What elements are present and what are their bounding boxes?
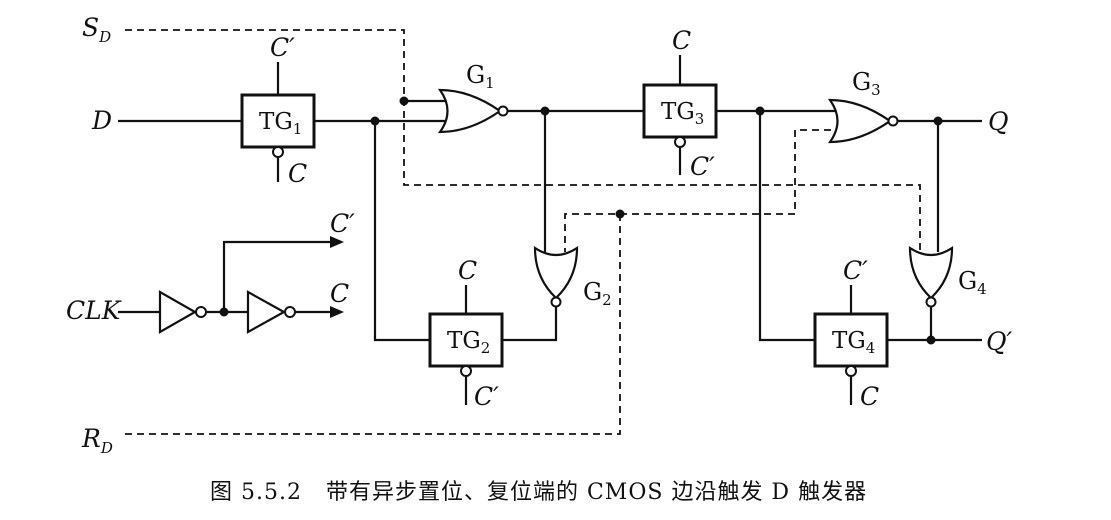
clk-input-label: CLK — [66, 296, 122, 325]
q-output-label: Q — [988, 107, 1009, 136]
junction-set-g1 — [399, 96, 409, 106]
reset-feedback-dashed-line — [620, 129, 842, 215]
nor-gate-g4: G4 — [908, 245, 987, 308]
junction-reset — [615, 209, 625, 219]
junction-qbar — [926, 335, 936, 345]
tg4-label: TG4 — [832, 328, 875, 357]
cbar-arrow-icon — [330, 236, 344, 248]
tg2: TG2 C C′ — [428, 256, 504, 411]
tg1-top-ctrl: C′ — [270, 33, 295, 62]
tg2-top-ctrl: C — [458, 256, 477, 285]
wire-g4-to-qbar — [929, 306, 982, 342]
inverter-1 — [158, 290, 207, 334]
wire-cbar-branch — [222, 240, 330, 312]
nor-gate-g1: G1 — [437, 61, 509, 134]
tg3-bottom-ctrl: C′ — [690, 152, 715, 181]
c-out-label: C — [330, 279, 349, 308]
g3-label: G3 — [852, 68, 881, 99]
inverter-2 — [246, 290, 296, 334]
wire-tg2-out — [502, 304, 558, 342]
reset-label: RD — [81, 424, 113, 457]
g1-label: G1 — [466, 61, 495, 92]
tg3-label: TG3 — [661, 99, 704, 128]
tg1-label: TG1 — [259, 109, 302, 138]
wire-tg3-to-tg4 — [758, 111, 815, 342]
tg4-top-ctrl: C′ — [843, 256, 868, 285]
tg2-label: TG2 — [447, 328, 490, 357]
tg1-bottom-ctrl: C — [288, 159, 307, 188]
tg4: TG4 C′ C — [813, 256, 889, 411]
tg1: TG1 C′ C — [240, 33, 316, 188]
nor-gate-g3: G3 — [827, 68, 899, 144]
g2-label: G2 — [583, 278, 612, 309]
nor-gate-g2: G2 — [533, 245, 612, 309]
tg3: TG3 C C′ — [642, 26, 718, 181]
tg4-bottom-ctrl: C — [860, 382, 879, 411]
cbar-out-label: C′ — [330, 209, 355, 238]
junction-tg3-out — [755, 106, 765, 116]
g4-label: G4 — [958, 267, 987, 298]
set-label: SD — [82, 13, 111, 46]
junction-q — [933, 116, 943, 126]
c-arrow-icon — [330, 306, 344, 318]
tg2-bottom-ctrl: C′ — [474, 382, 499, 411]
set-dashed-line — [125, 29, 921, 252]
d-input-label: D — [91, 106, 112, 135]
qbar-output-label: Q′ — [986, 327, 1012, 356]
wire-tg1-to-tg2 — [373, 121, 430, 342]
tg3-top-ctrl: C — [672, 26, 691, 55]
junction-g1-out — [540, 106, 550, 116]
junction-clk — [219, 307, 229, 317]
junction-tg1-out — [370, 116, 380, 126]
